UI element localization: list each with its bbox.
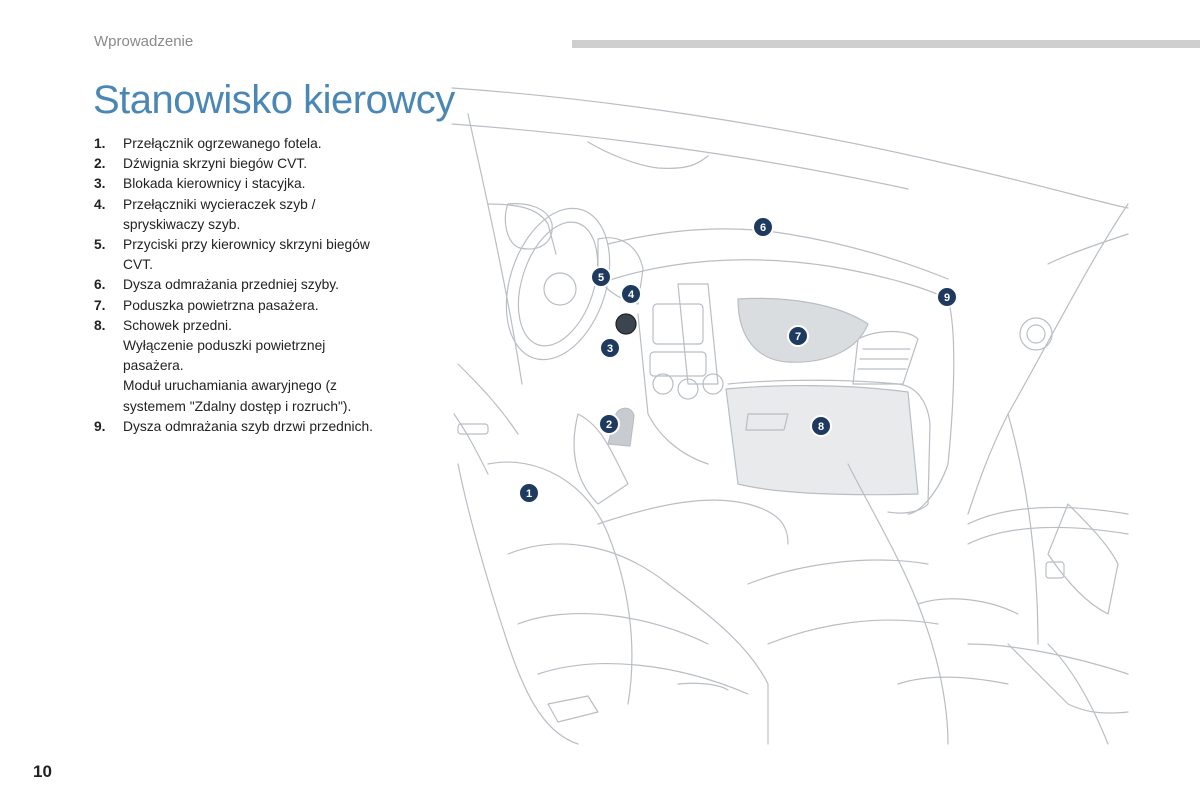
- component-list: 1. Przełącznik ogrzewanego fotela. 2. Dź…: [94, 134, 424, 437]
- list-item: 5. Przyciski przy kierownicy skrzyni bie…: [94, 235, 424, 275]
- item-text: Dźwignia skrzyni biegów CVT.: [123, 156, 308, 172]
- callout-5: 5: [590, 266, 612, 288]
- dashboard-illustration: 1 2 3 4 5 6 7 8 9: [451, 87, 1129, 745]
- callout-7: 7: [787, 325, 809, 347]
- header-bar: [572, 40, 1200, 48]
- page-title: Stanowisko kierowcy: [93, 78, 455, 122]
- list-item: 2. Dźwignia skrzyni biegów CVT.: [94, 154, 424, 174]
- item-number: 2.: [94, 156, 106, 172]
- item-text: Dysza odmrażania przedniej szyby.: [123, 277, 339, 293]
- item-number: 7.: [94, 297, 106, 313]
- item-number: 9.: [94, 418, 106, 434]
- car-interior-lineart: [451, 87, 1129, 745]
- callout-number: 5: [598, 272, 604, 284]
- list-item: 7. Poduszka powietrzna pasażera.: [94, 296, 424, 316]
- item-text: Przyciski przy kierownicy skrzyni biegów: [123, 237, 370, 253]
- callout-number: 6: [760, 222, 766, 234]
- item-text: CVT.: [123, 257, 153, 273]
- callout-number: 2: [606, 419, 612, 431]
- item-text: Moduł uruchamiania awaryjnego (z: [123, 378, 337, 394]
- item-text: systemem "Zdalny dostęp i rozruch").: [123, 398, 352, 414]
- callout-number: 7: [795, 331, 801, 343]
- item-text: Przełącznik ogrzewanego fotela.: [123, 136, 322, 151]
- item-text: Poduszka powietrzna pasażera.: [123, 297, 319, 313]
- callout-8: 8: [810, 415, 832, 437]
- item-number: 3.: [94, 176, 106, 192]
- callout-number: 4: [628, 289, 635, 301]
- item-number: 5.: [94, 237, 106, 253]
- callout-number: 8: [818, 421, 824, 433]
- item-text: Blokada kierownicy i stacyjka.: [123, 176, 306, 192]
- callout-number: 9: [944, 292, 950, 304]
- item-text: Wyłączenie poduszki powietrznej: [123, 338, 326, 354]
- section-label: Wprowadzenie: [94, 33, 194, 50]
- callout-3: 3: [599, 337, 621, 359]
- item-text: Dysza odmrażania szyb drzwi przednich.: [123, 418, 373, 434]
- callout-9: 9: [936, 286, 958, 308]
- item-text: Przełączniki wycieraczek szyb /: [123, 196, 316, 212]
- item-number: 6.: [94, 277, 106, 293]
- callout-1: 1: [518, 482, 540, 504]
- item-number: 1.: [94, 136, 106, 151]
- item-text: pasażera.: [123, 358, 184, 374]
- item-text: Schowek przedni.: [123, 317, 232, 333]
- list-item: 3. Blokada kierownicy i stacyjka.: [94, 174, 424, 194]
- callout-number: 1: [526, 488, 532, 500]
- item-text: spryskiwaczy szyb.: [123, 216, 241, 232]
- item-number: 8.: [94, 317, 106, 333]
- item-number: 4.: [94, 196, 106, 212]
- list-item: 1. Przełącznik ogrzewanego fotela.: [94, 134, 424, 154]
- list-item: 9. Dysza odmrażania szyb drzwi przednich…: [94, 417, 424, 437]
- list-item: 4. Przełączniki wycieraczek szyb / sprys…: [94, 195, 424, 235]
- page-number: 10: [33, 762, 52, 781]
- callout-number: 3: [607, 343, 613, 355]
- callout-2: 2: [598, 413, 620, 435]
- callout-6: 6: [752, 216, 774, 238]
- callout-4: 4: [620, 283, 642, 305]
- list-item: 6. Dysza odmrażania przedniej szyby.: [94, 275, 424, 295]
- list-item: 8. Schowek przedni. Wyłączenie poduszki …: [94, 316, 424, 417]
